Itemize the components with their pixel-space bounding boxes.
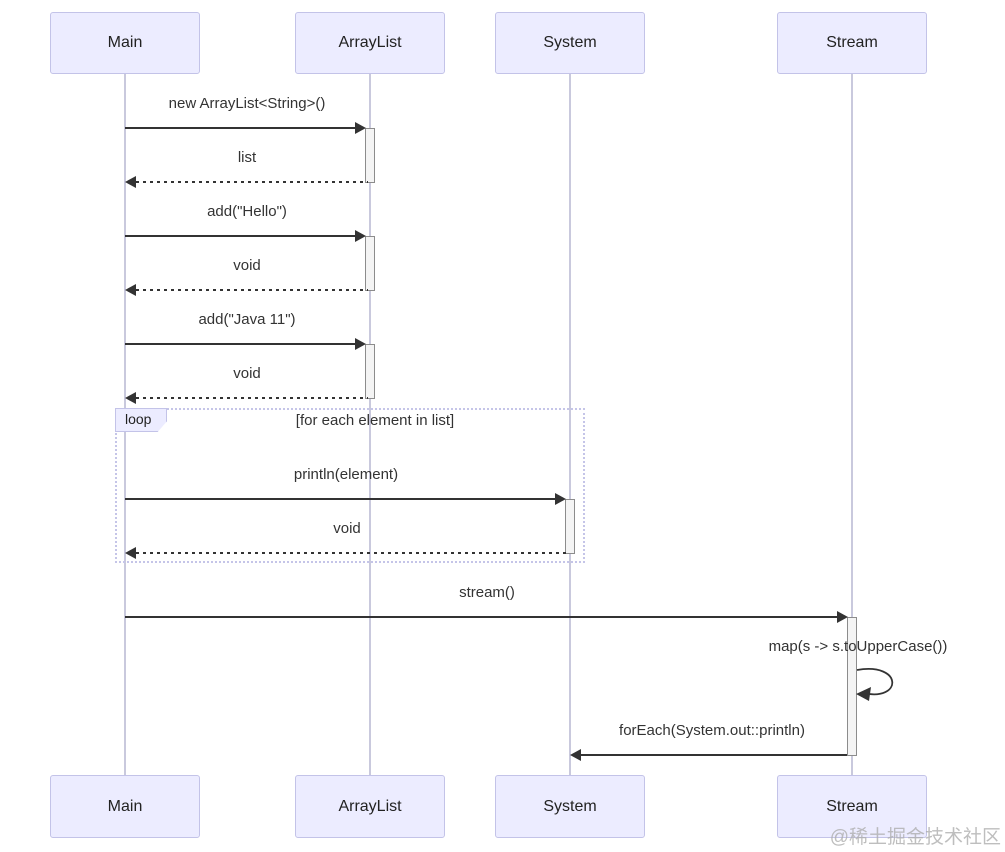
watermark: @稀土掘金技术社区 xyxy=(829,827,1001,848)
participant-system-top: System xyxy=(495,12,645,74)
message-label: void xyxy=(233,365,261,382)
arrowhead-1 xyxy=(355,122,366,134)
message-label: map(s -> s.toUpperCase()) xyxy=(768,638,948,655)
participant-label: ArrayList xyxy=(338,34,402,51)
message-line-4 xyxy=(136,289,368,291)
participant-arraylist-bottom: ArrayList xyxy=(295,775,445,838)
activation-arraylist-3 xyxy=(365,344,375,399)
participant-main-top: Main xyxy=(50,12,200,74)
activation-arraylist-2 xyxy=(365,236,375,291)
loop-label-tag: loop xyxy=(115,408,167,432)
participant-main-bottom: Main xyxy=(50,775,200,838)
message-label: void xyxy=(333,520,361,537)
arrowhead-11 xyxy=(570,749,581,761)
arrowhead-8 xyxy=(125,547,136,559)
message-label: forEach(System.out::println) xyxy=(619,722,805,739)
message-line-2 xyxy=(136,181,368,183)
arrowhead-6 xyxy=(125,392,136,404)
message-line-5 xyxy=(125,343,356,345)
arrowhead-7 xyxy=(555,493,566,505)
participant-label: Main xyxy=(107,34,143,51)
participant-label: Stream xyxy=(826,797,878,815)
self-message-arc xyxy=(856,668,894,701)
participant-label: Stream xyxy=(826,34,878,51)
participant-label: ArrayList xyxy=(338,797,402,815)
participant-label: System xyxy=(543,34,597,51)
participant-label: System xyxy=(543,797,597,815)
loop-label: loop xyxy=(125,411,152,427)
participant-system-bottom: System xyxy=(495,775,645,838)
message-label: add("Java 11") xyxy=(198,311,296,328)
message-label: new ArrayList<String>() xyxy=(168,95,326,112)
message-line-11 xyxy=(581,754,847,756)
message-label: list xyxy=(237,149,257,166)
message-line-9 xyxy=(125,616,838,618)
message-label: println(element) xyxy=(293,466,399,483)
message-line-7 xyxy=(125,498,556,500)
message-line-3 xyxy=(125,235,356,237)
arrowhead-5 xyxy=(355,338,366,350)
activation-system xyxy=(565,499,575,554)
arrowhead-9 xyxy=(837,611,848,623)
participant-arraylist-top: ArrayList xyxy=(295,12,445,74)
lifeline-arraylist xyxy=(369,74,371,775)
message-label: stream() xyxy=(459,584,515,601)
participant-stream-bottom: Stream xyxy=(777,775,927,838)
message-label: add("Hello") xyxy=(207,203,287,220)
message-line-6 xyxy=(136,397,368,399)
participant-stream-top: Stream xyxy=(777,12,927,74)
arrowhead-3 xyxy=(355,230,366,242)
activation-arraylist-1 xyxy=(365,128,375,183)
message-line-8 xyxy=(136,552,566,554)
loop-fragment-frame xyxy=(115,408,585,563)
message-line-1 xyxy=(125,127,356,129)
arrowhead-2 xyxy=(125,176,136,188)
lifeline-system xyxy=(569,74,571,775)
loop-condition: [for each element in list] xyxy=(295,412,455,429)
activation-stream xyxy=(847,617,857,756)
message-label: void xyxy=(233,257,261,274)
participant-label: Main xyxy=(107,797,143,815)
lifeline-stream xyxy=(851,74,853,775)
arrowhead-4 xyxy=(125,284,136,296)
